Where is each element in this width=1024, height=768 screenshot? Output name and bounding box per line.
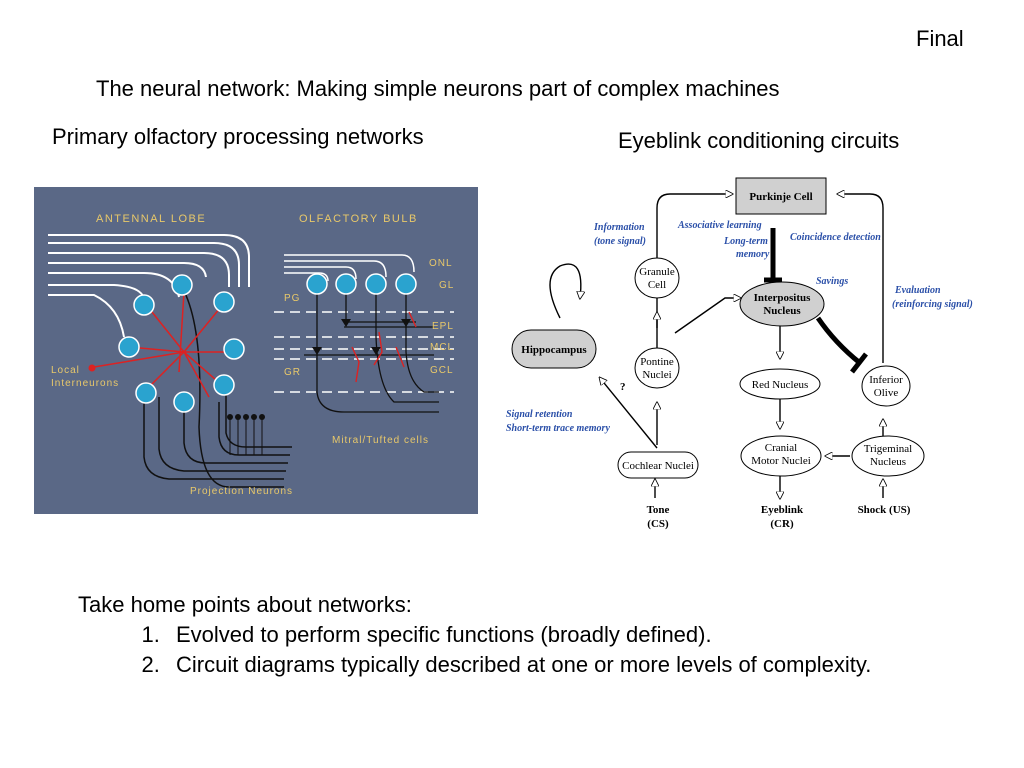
- retention-label-2: Short-term trace memory: [506, 423, 610, 434]
- hippocampus-node: [511, 329, 597, 369]
- antennal-input-fibers: [48, 234, 250, 338]
- eyeblink-circuit-diagram: Purkinje Cell Interpositus Nucleus Granu…: [506, 177, 973, 530]
- mitral-somata: [312, 319, 411, 355]
- hippocampus-label: Hippocampus: [521, 344, 587, 356]
- take-home-heading: Take home points about networks:: [78, 592, 412, 617]
- pontine-label-2: Nuclei: [642, 369, 671, 381]
- gl-label: GL: [439, 280, 454, 291]
- epl-label: EPL: [432, 321, 454, 332]
- glomeruli-bulb: [306, 273, 417, 295]
- savings-label: Savings: [816, 276, 848, 287]
- granule-label-1: Granule: [639, 266, 675, 278]
- local-label: Local: [51, 365, 80, 376]
- corner-label: Final: [916, 26, 964, 51]
- cranial-motor-node: [740, 435, 822, 477]
- cranial-label-2: Motor Nuclei: [751, 455, 811, 467]
- question-mark: ?: [620, 381, 626, 393]
- pontine-node: [634, 347, 680, 389]
- longterm-label-1: Long-term: [723, 236, 768, 247]
- trigeminal-node: [851, 435, 925, 477]
- mcl-label: MCL: [430, 342, 454, 353]
- red-nucleus-label: Red Nucleus: [752, 379, 809, 391]
- antennal-lobe-label: ANTENNAL LOBE: [96, 213, 206, 225]
- longterm-label-2: memory: [736, 249, 770, 260]
- interneuron-dot: [88, 364, 96, 372]
- take-home-item: Circuit diagrams typically described at …: [166, 650, 871, 680]
- take-home-points: Take home points about networks: Evolved…: [78, 590, 871, 680]
- assoc-label: Associative learning: [677, 220, 762, 231]
- eyeblink-label-2: (CR): [770, 518, 794, 530]
- eval-label-2: (reinforcing signal): [892, 299, 973, 310]
- tone-label-2: (CS): [647, 518, 669, 530]
- mitral-label: Mitral/Tufted cells: [332, 435, 429, 446]
- local-interneuron-network: [93, 291, 234, 398]
- eval-label-1: Evaluation: [894, 285, 941, 296]
- purkinje-cell-box: [735, 177, 827, 215]
- bulb-input-fibers: [284, 254, 415, 282]
- inferior-olive-node: [861, 365, 911, 407]
- eyeblink-label-1: Eyeblink: [761, 504, 804, 516]
- purkinje-label: Purkinje Cell: [749, 191, 812, 203]
- info-label-1: Information: [593, 222, 645, 233]
- tone-label-1: Tone: [647, 504, 670, 516]
- interpositus-node: [739, 281, 825, 327]
- trigeminal-label-2: Nucleus: [870, 456, 906, 468]
- gcl-label: GCL: [430, 365, 454, 376]
- interpositus-label-1: Interpositus: [754, 292, 812, 304]
- interpositus-label-2: Nucleus: [763, 305, 801, 317]
- slide-title: The neural network: Making simple neuron…: [96, 76, 780, 101]
- cranial-label-1: Cranial: [765, 442, 797, 454]
- info-label-2: (tone signal): [594, 236, 646, 247]
- projection-terminals: [227, 414, 265, 455]
- interneurons-label: Interneurons: [51, 378, 119, 389]
- trigeminal-label-1: Trigeminal: [864, 443, 913, 455]
- pg-label: PG: [284, 293, 300, 304]
- bulb-red-cells: [351, 311, 417, 383]
- cochlear-label: Cochlear Nuclei: [622, 460, 694, 472]
- pontine-label-1: Pontine: [640, 356, 674, 368]
- glomeruli-antennal: [118, 274, 245, 413]
- inferior-label-2: Olive: [874, 387, 899, 399]
- retention-label-1: Signal retention: [506, 409, 573, 420]
- take-home-item: Evolved to perform specific functions (b…: [166, 620, 871, 650]
- connection-arrows: [549, 194, 883, 498]
- gr-label: GR: [284, 367, 301, 378]
- olfactory-network-diagram: ANTENNAL LOBE OLFACTORY BULB: [34, 187, 478, 514]
- shock-label: Shock (US): [858, 504, 911, 516]
- granule-label-2: Cell: [648, 279, 666, 291]
- onl-label: ONL: [429, 258, 453, 269]
- olfactory-bulb-label: OLFACTORY BULB: [299, 213, 418, 225]
- cochlear-node: [617, 451, 699, 479]
- inferior-label-1: Inferior: [869, 374, 903, 386]
- coincidence-label: Coincidence detection: [790, 232, 881, 243]
- granule-node: [634, 257, 680, 299]
- mitral-cells: [304, 287, 439, 413]
- projection-label: Projection Neurons: [190, 486, 293, 497]
- eyeblink-heading: Eyeblink conditioning circuits: [618, 128, 900, 153]
- olfactory-heading: Primary olfactory processing networks: [52, 124, 424, 149]
- red-nucleus-node: [739, 368, 821, 400]
- take-home-list: Evolved to perform specific functions (b…: [78, 620, 871, 680]
